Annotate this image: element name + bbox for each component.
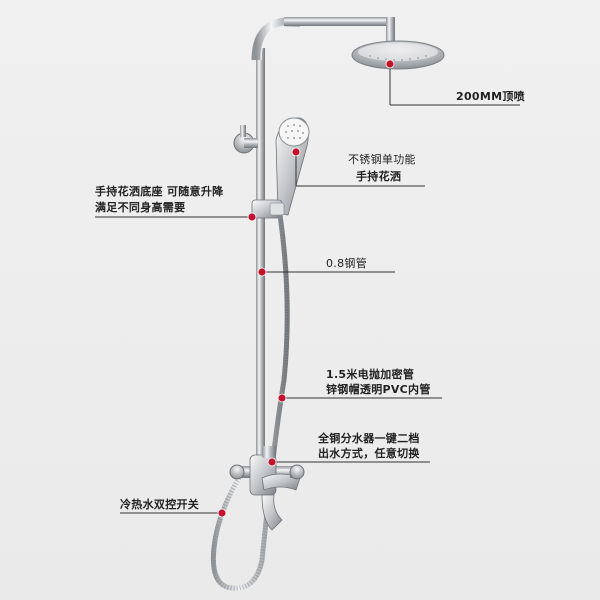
main-riser-pipe (256, 48, 265, 468)
marker-pipe (257, 267, 267, 277)
marker-top-shower (385, 59, 395, 69)
marker-diverter (267, 457, 277, 467)
callout-diverter-line1: 全铜分水器一键二档 (318, 432, 420, 445)
marker-handheld (291, 147, 301, 157)
callout-pipe: 0.8钢管 (326, 257, 367, 270)
handheld-shower-head (275, 117, 310, 216)
top-head-connector (386, 17, 395, 47)
marker-hose (277, 393, 287, 403)
callout-mixer: 冷热水双控开关 (120, 498, 200, 511)
callout-diverter-line2: 出水方式，任意切换 (318, 447, 420, 460)
callout-seat-line2: 满足不同身高需要 (95, 201, 186, 214)
marker-mixer (217, 508, 227, 518)
top-arm-pipe (284, 17, 392, 26)
callout-hose-line2: 锌钢帽透明PVC内管 (326, 383, 431, 396)
callout-top-shower: 200MM顶喷 (456, 90, 525, 103)
callout-seat-line1: 手持花洒底座 可随意升降 (95, 185, 224, 198)
callout-handheld-line2: 手持花洒 (356, 170, 402, 183)
marker-seat (247, 212, 257, 222)
callout-handheld-line1: 不锈钢单功能 (348, 153, 416, 166)
wall-bracket-arm (244, 138, 258, 148)
callout-hose-line1: 1.5米电抛加密管 (326, 368, 415, 381)
